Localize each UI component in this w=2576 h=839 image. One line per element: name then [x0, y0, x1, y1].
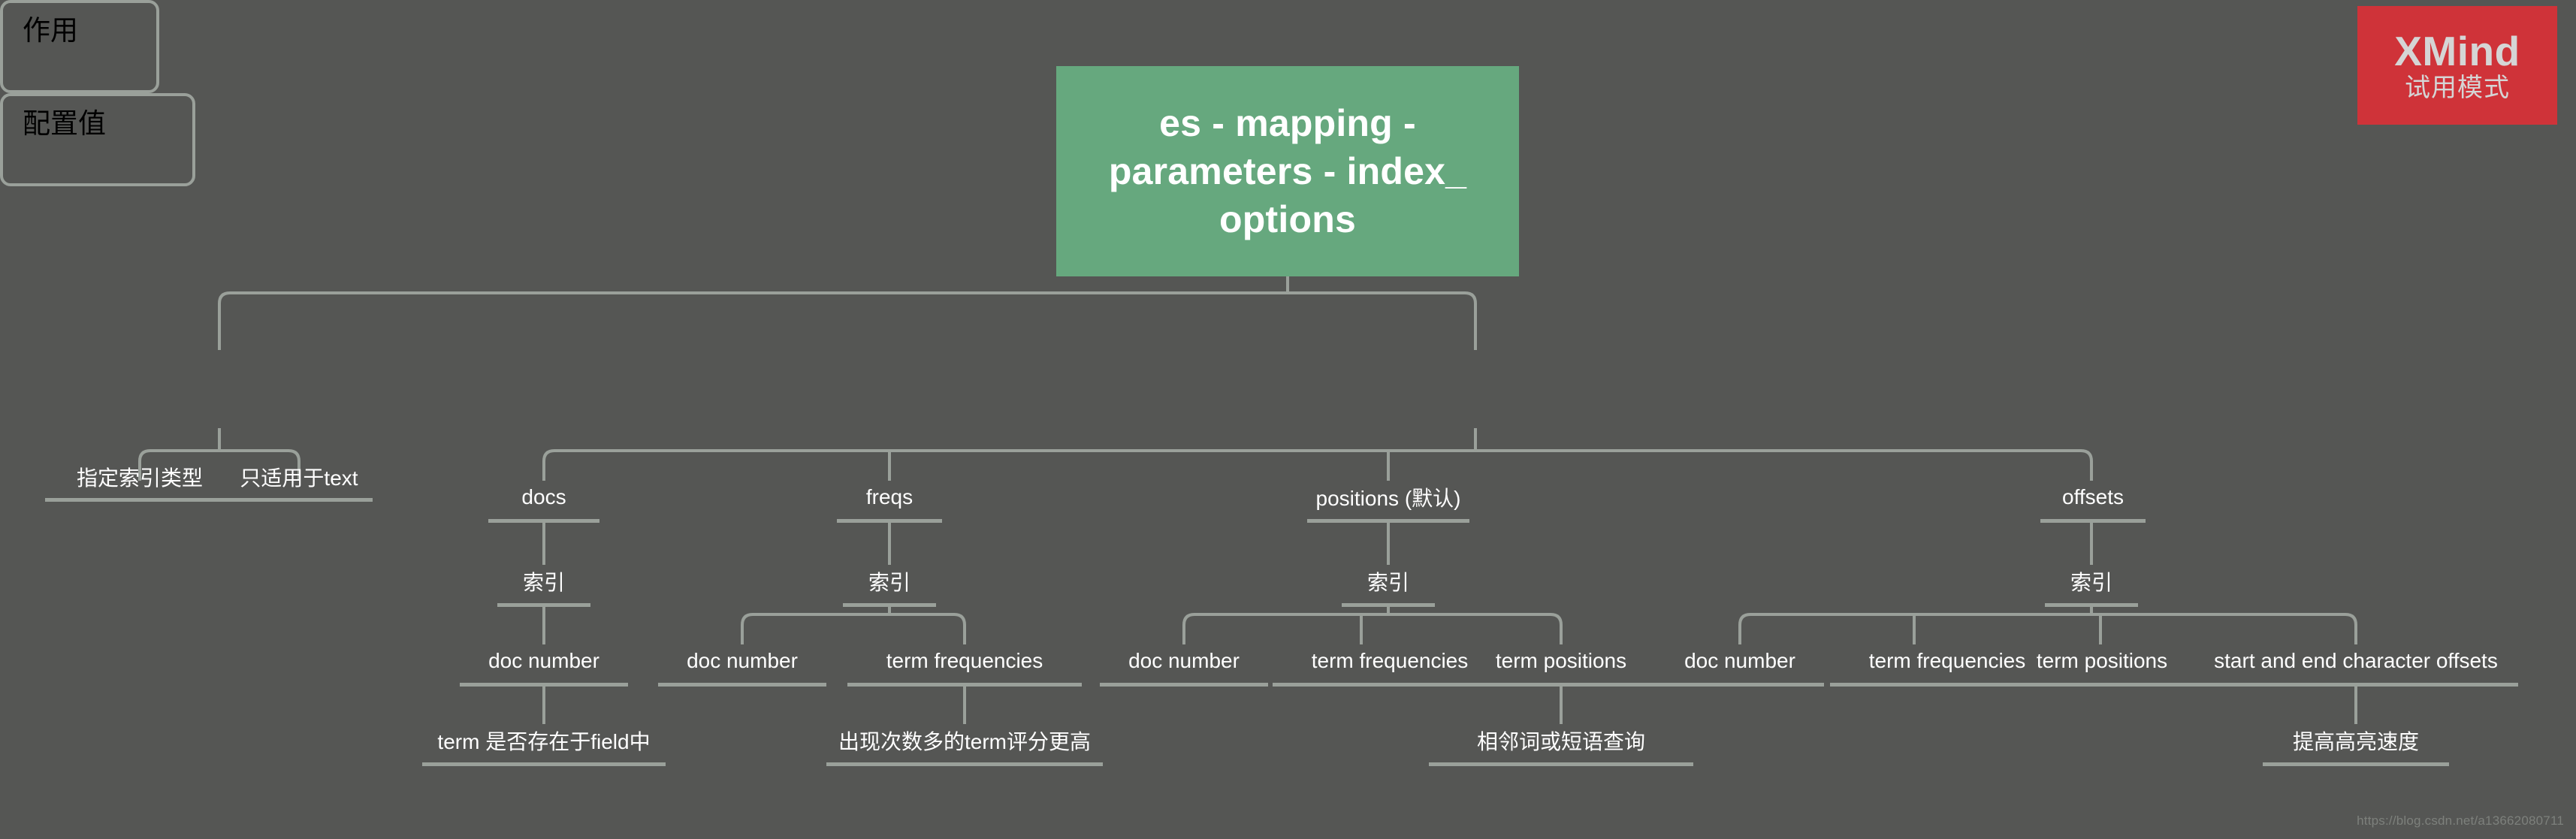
item-label: term positions [2036, 649, 2168, 672]
config-node-docs[interactable]: docs [488, 481, 599, 523]
leaf-node-zhishiyongyu-text[interactable]: 只适用于text [225, 461, 373, 502]
config-node-label: positions (默认) [1315, 487, 1461, 510]
leaf-node-zhiding-suoyin-leixing[interactable]: 指定索引类型 [45, 461, 234, 502]
config-node-freqs[interactable]: freqs [837, 481, 942, 523]
index-node-label: 索引 [2070, 571, 2112, 594]
index-node-offsets[interactable]: 索引 [2045, 565, 2138, 607]
csdn-watermark: https://blog.csdn.net/a13662080711 [2357, 813, 2564, 828]
item-node-offsets-doc-number[interactable]: doc number [1656, 644, 1824, 687]
config-node-label: freqs [865, 485, 914, 509]
item-label: term frequencies [1868, 649, 2026, 672]
index-node-freqs[interactable]: 索引 [843, 565, 936, 607]
xmind-trial-badge: XMind 试用模式 [2357, 6, 2557, 125]
item-label: doc number [488, 649, 599, 672]
note-node-positions-term-positions[interactable]: 相邻词或短语查询 [1429, 724, 1693, 766]
connector-index-freqs-bus [741, 613, 966, 644]
item-node-freqs-term-frequencies[interactable]: term frequencies [847, 644, 1082, 687]
item-label: doc number [1128, 649, 1240, 672]
note-node-offsets-character-offsets[interactable]: 提高高亮速度 [2263, 724, 2449, 766]
branch-node-peizhizhi[interactable]: 配置值 [0, 93, 195, 186]
leaf-label: 指定索引类型 [76, 466, 203, 490]
root-node-label: es - mapping - parameters - index_ optio… [1108, 102, 1467, 240]
item-node-offsets-term-frequencies[interactable]: term frequencies [1830, 644, 2064, 687]
item-label: doc number [687, 649, 798, 672]
item-label: term frequencies [1311, 649, 1469, 672]
item-node-positions-term-positions[interactable]: term positions [1466, 644, 1656, 687]
item-node-offsets-term-positions[interactable]: term positions [2007, 644, 2197, 687]
note-label: term 是否存在于field中 [437, 730, 651, 753]
item-node-freqs-doc-number[interactable]: doc number [658, 644, 826, 687]
note-node-docs-doc-number[interactable]: term 是否存在于field中 [422, 724, 666, 766]
connector-peizhi-bus [542, 449, 2093, 481]
index-node-label: 索引 [868, 571, 911, 594]
item-node-docs-doc-number[interactable]: doc number [460, 644, 628, 687]
item-label: term frequencies [886, 649, 1043, 672]
item-node-positions-term-frequencies[interactable]: term frequencies [1273, 644, 1507, 687]
connector-index-positions-bus [1182, 613, 1563, 644]
note-label: 提高高亮速度 [2292, 730, 2419, 753]
xmind-trial-label: 试用模式 [2405, 73, 2510, 102]
branch-node-zuoyong[interactable]: 作用 [0, 0, 159, 93]
item-label: start and end character offsets [2214, 649, 2498, 672]
branch-node-peizhizhi-label: 配置值 [23, 108, 106, 139]
root-node[interactable]: es - mapping - parameters - index_ optio… [1056, 66, 1519, 276]
config-node-positions[interactable]: positions (默认) [1307, 481, 1469, 523]
config-node-label: docs [521, 485, 566, 509]
config-node-offsets[interactable]: offsets [2040, 481, 2146, 523]
item-label: doc number [1684, 649, 1795, 672]
connector-root-bus [218, 291, 1477, 350]
index-node-label: 索引 [1367, 571, 1409, 594]
xmind-logo-text: XMind [2394, 27, 2520, 74]
index-node-positions[interactable]: 索引 [1342, 565, 1435, 607]
branch-node-zuoyong-label: 作用 [23, 15, 78, 46]
note-label: 相邻词或短语查询 [1476, 730, 1645, 753]
item-label: term positions [1495, 649, 1627, 672]
note-node-freqs-term-frequencies[interactable]: 出现次数多的term评分更高 [826, 724, 1103, 766]
index-node-label: 索引 [522, 571, 565, 594]
leaf-label: 只适用于text [240, 466, 358, 490]
config-node-label: offsets [2062, 485, 2124, 509]
item-node-positions-doc-number[interactable]: doc number [1100, 644, 1268, 687]
note-label: 出现次数多的term评分更高 [838, 730, 1091, 753]
connector-index-offsets-bus [1738, 613, 2357, 644]
item-node-offsets-character-offsets[interactable]: start and end character offsets [2194, 644, 2518, 687]
index-node-docs[interactable]: 索引 [497, 565, 590, 607]
